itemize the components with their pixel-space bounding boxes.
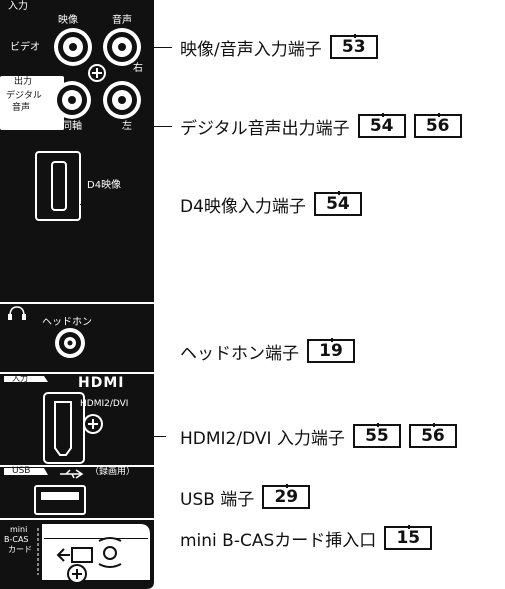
leader-line xyxy=(44,538,148,539)
page-ref-badge: 54 xyxy=(357,113,406,138)
callout-label: D4映像入力端子 xyxy=(180,196,306,217)
usb-tab-label: USB xyxy=(12,466,31,476)
usb-symbol-icon xyxy=(60,469,84,479)
hdmi-port-label: HDMI2/DVI xyxy=(80,399,129,409)
d4-label: D4映像 xyxy=(87,180,122,191)
rca-video-in-jack xyxy=(54,28,92,66)
callout-usb: USB 端子 29 xyxy=(180,483,311,511)
page-ref-badge: 53 xyxy=(329,34,378,59)
hdmi-screw-icon xyxy=(83,414,103,434)
leader-line xyxy=(86,497,148,498)
leader-line xyxy=(90,126,172,127)
d4-connector xyxy=(35,151,81,221)
callout-av-input: 映像/音声入力端子 53 xyxy=(180,33,378,61)
callout-mini-bcas: mini B-CASカード挿入口 15 xyxy=(180,524,433,552)
video-label: ビデオ xyxy=(10,42,40,53)
callout-label: 映像/音声入力端子 xyxy=(180,39,322,60)
page-ref-badge: 15 xyxy=(384,525,433,550)
page-ref-badge: 55 xyxy=(352,423,401,448)
connector-panel-drawing xyxy=(0,0,154,589)
page-ref-badge: 54 xyxy=(313,191,362,216)
callout-label: ヘッドホン端子 xyxy=(180,343,299,364)
callout-digital-audio-output: デジタル音声出力端子 54 56 xyxy=(180,112,462,140)
audio-top-label: 音声 xyxy=(112,15,132,26)
usb-port xyxy=(34,485,86,515)
connector-panel: 入力 映像 音声 ビデオ 出力 右 デジタル 音声 同軸 左 D4映像 ヘッドホ… xyxy=(0,0,154,589)
bcas-card-icon xyxy=(56,547,93,563)
headphone-label: ヘッドホン xyxy=(42,317,92,328)
video-top-label: 映像 xyxy=(58,15,78,26)
leader-line xyxy=(80,204,154,205)
screw-icon xyxy=(88,64,106,82)
mini-label: mini xyxy=(10,525,28,534)
card-label: カード xyxy=(8,545,32,554)
rca-audio-in-jack xyxy=(103,28,141,66)
callout-label: mini B-CASカード挿入口 xyxy=(180,530,377,551)
callout-label: USB 端子 xyxy=(180,489,255,510)
coax-label: 同軸 xyxy=(62,121,82,132)
leader-line xyxy=(142,47,172,48)
input-tab-label: 入力 xyxy=(8,1,28,12)
callout-label: デジタル音声出力端子 xyxy=(180,118,350,139)
headphone-icon xyxy=(8,306,26,320)
callout-hdmi2-dvi-input: HDMI2/DVI 入力端子 55 56 xyxy=(180,422,457,450)
output-tab-label: 出力 xyxy=(14,77,33,87)
right-label: 右 xyxy=(133,63,143,74)
hdmi-tab-label: 入力 xyxy=(12,374,28,383)
digital-label: デジタル xyxy=(6,91,42,101)
usb-rec-label: （録画用） xyxy=(90,467,136,477)
bcas-slot xyxy=(34,522,42,582)
page-ref-badge: 56 xyxy=(413,113,462,138)
hdmi-logo: HDMI xyxy=(78,375,125,391)
callout-label: HDMI2/DVI 入力端子 xyxy=(180,428,345,449)
rca-digital-out-jack xyxy=(53,81,91,119)
page-ref-badge: 56 xyxy=(408,423,457,448)
callout-d4-input: D4映像入力端子 54 xyxy=(180,190,362,218)
leader-line xyxy=(86,351,148,352)
digital-audio-label: 音声 xyxy=(12,103,31,113)
bcas-label: B-CAS xyxy=(4,535,29,544)
bcas-screw-icon xyxy=(67,564,87,584)
callout-headphone: ヘッドホン端子 19 xyxy=(180,337,355,365)
page-ref-badge: 29 xyxy=(262,484,311,509)
headphone-jack xyxy=(55,328,85,358)
page-ref-badge: 19 xyxy=(307,338,355,363)
leader-line xyxy=(104,436,166,437)
rca-out-jack xyxy=(103,81,141,119)
left-label: 左 xyxy=(122,122,132,132)
